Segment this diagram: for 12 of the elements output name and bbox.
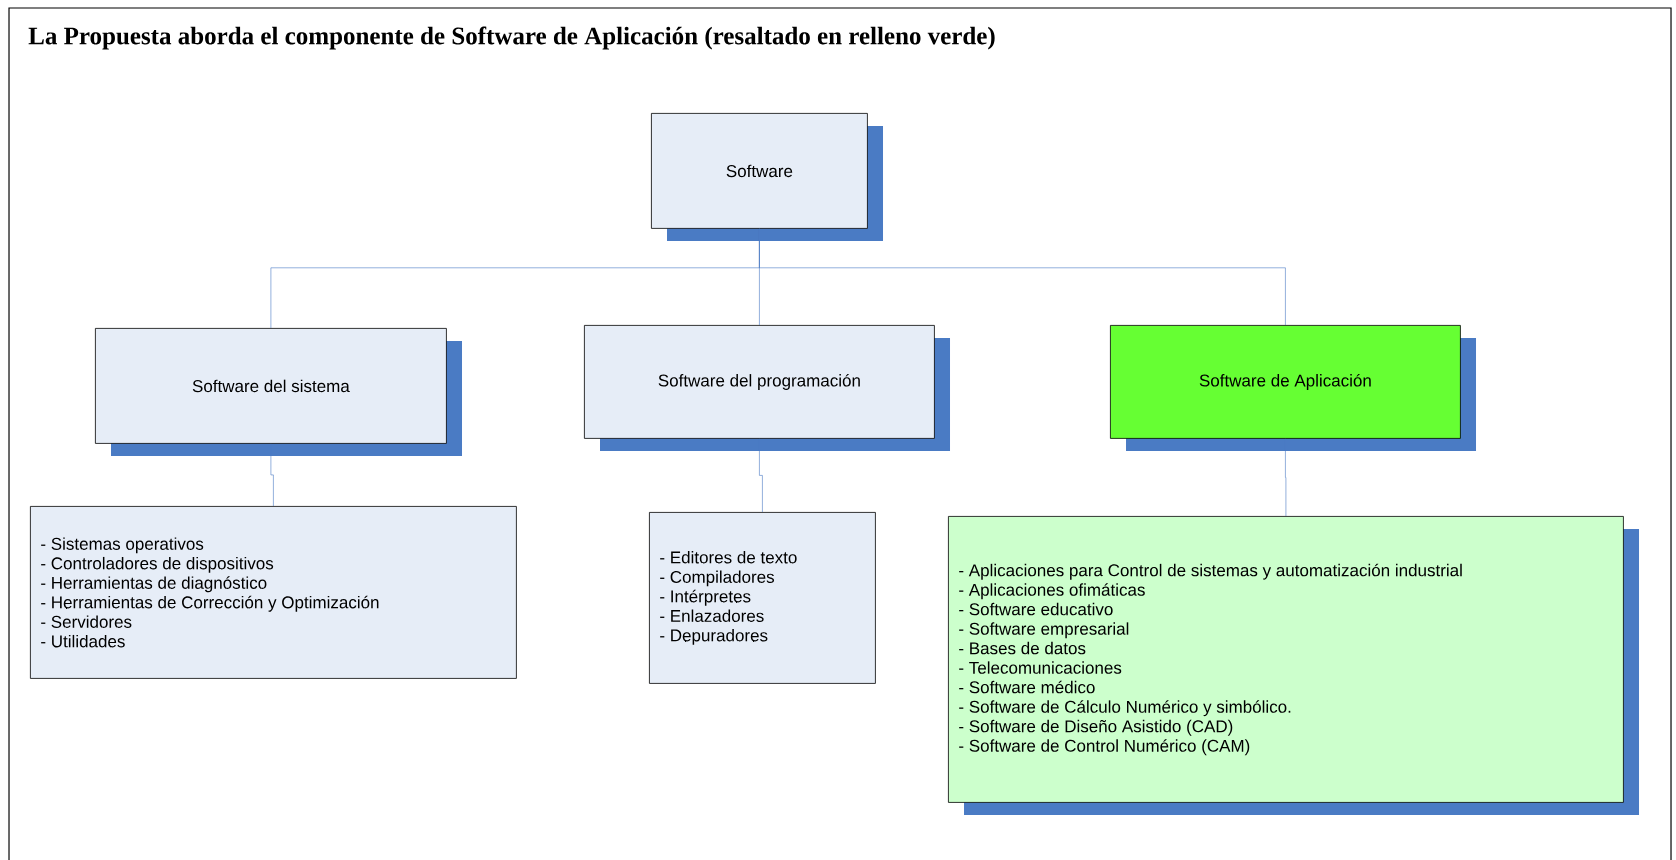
connector-line [270,443,274,507]
list-box: - Sistemas operativos - Controladores de dispositivos - Herramientas de diagnóstico - Herramientas de Corrección y Optimización - Servidores - Utilidades [30,506,517,679]
connector-line [759,438,763,513]
title: La Propuesta aborda el componente de Software de Aplicación (resaltado en relleno verde) [28,26,995,50]
list-box: - Editores de texto - Compiladores - Intérpretes - Enlazadores - Depuradores [649,512,876,684]
connector-line [1285,438,1287,517]
category-box: Software del programación [584,325,935,439]
category-box: Software del sistema [95,328,447,444]
list-box: - Aplicaciones para Control de sistemas y automatización industrial - Aplicaciones ofimáticas - Software educativo - Software empresarial - Bases de datos - Telecomunicaciones - Software médico - Software de Cálculo Numérico y simbólico. - Software de Diseño Asistido (CAD) - Software de Control Numérico (CAM) [948,516,1624,803]
category-box: Software [651,113,868,229]
connector-line [759,228,1286,326]
category-box: Software de Aplicación [1110,325,1461,439]
